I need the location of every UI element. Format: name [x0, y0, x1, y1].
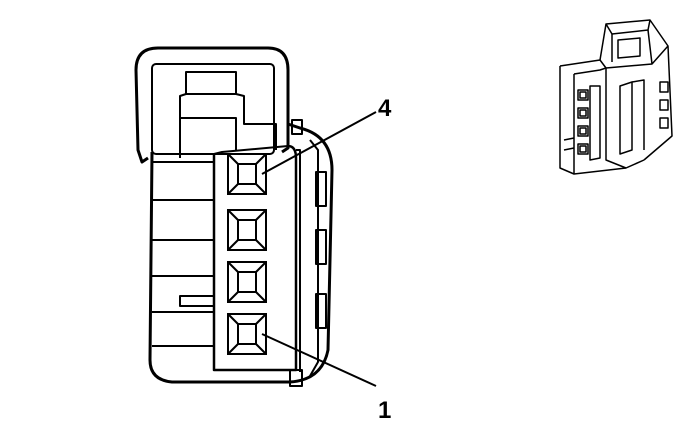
leader-line-pin-1 — [261, 333, 377, 387]
cavity-4 — [227, 153, 267, 195]
latch-hood — [134, 46, 290, 164]
cavity-2 — [227, 261, 267, 303]
connector-isometric-view — [559, 19, 673, 175]
cavity-1 — [227, 313, 267, 355]
latch-tab — [185, 71, 237, 95]
leader-line-pin-4 — [261, 111, 377, 175]
pin-label-4: 4 — [378, 95, 392, 122]
cavity-3 — [227, 209, 267, 251]
terminal-housing — [212, 132, 298, 372]
pin-label-1: 1 — [378, 397, 391, 424]
